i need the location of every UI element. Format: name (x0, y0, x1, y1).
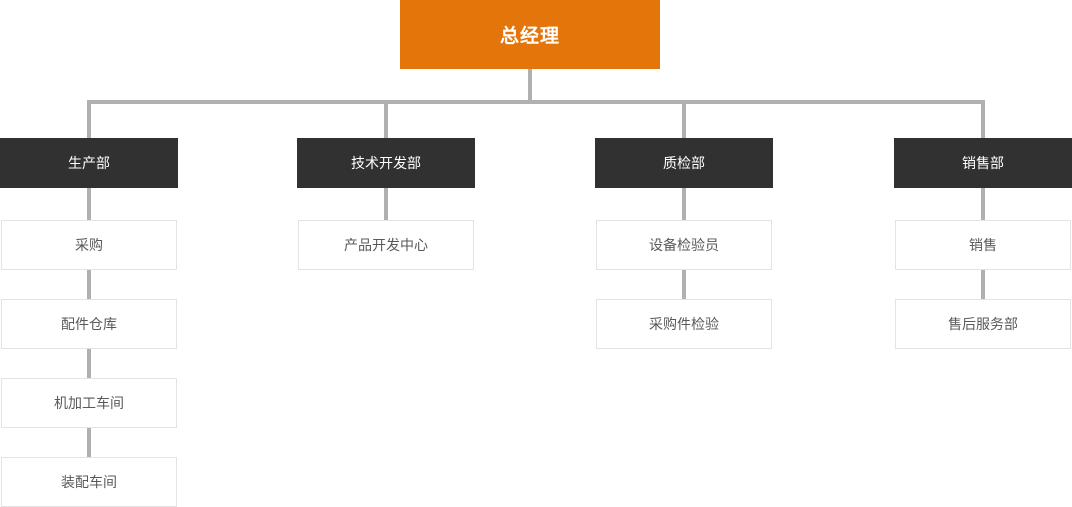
connector-dept1-child1 (87, 188, 91, 221)
connector-col1-child3-child4 (87, 428, 91, 458)
connector-col1-child1-child2 (87, 270, 91, 300)
connector-col3-child1-child2 (682, 270, 686, 300)
org-node-label: 销售 (969, 237, 997, 253)
org-node-label: 产品开发中心 (344, 237, 428, 253)
org-node-product-development-center: 产品开发中心 (298, 220, 474, 270)
org-node-purchased-parts-inspection: 采购件检验 (596, 299, 772, 349)
org-node-general-manager: 总经理 (400, 0, 660, 69)
connector-dept2-child1 (384, 188, 388, 221)
org-node-procurement: 采购 (1, 220, 177, 270)
connector-col4-child1-child2 (981, 270, 985, 300)
connector-drop-dept1 (87, 100, 91, 138)
org-node-production-dept: 生产部 (0, 138, 178, 188)
org-node-sales-dept: 销售部 (894, 138, 1072, 188)
org-node-label: 采购 (75, 237, 103, 253)
org-node-label: 售后服务部 (948, 316, 1018, 332)
connector-root-stem (528, 69, 532, 104)
connector-col1-child2-child3 (87, 349, 91, 379)
org-node-sales: 销售 (895, 220, 1071, 270)
org-node-label: 生产部 (68, 155, 110, 171)
org-node-label: 装配车间 (61, 474, 117, 490)
org-node-parts-warehouse: 配件仓库 (1, 299, 177, 349)
connector-rail (87, 100, 985, 104)
org-node-tech-development-dept: 技术开发部 (297, 138, 475, 188)
org-node-assembly-workshop: 装配车间 (1, 457, 177, 507)
org-node-label: 配件仓库 (61, 316, 117, 332)
connector-dept4-child1 (981, 188, 985, 221)
connector-drop-dept4 (981, 100, 985, 138)
org-node-machining-workshop: 机加工车间 (1, 378, 177, 428)
org-node-label: 质检部 (663, 155, 705, 171)
connector-dept3-child1 (682, 188, 686, 221)
org-node-label: 机加工车间 (54, 395, 124, 411)
connector-drop-dept3 (682, 100, 686, 138)
org-node-label: 采购件检验 (649, 316, 719, 332)
connector-drop-dept2 (384, 100, 388, 138)
org-node-equipment-inspector: 设备检验员 (596, 220, 772, 270)
org-node-label: 总经理 (499, 26, 560, 47)
org-node-label: 技术开发部 (351, 155, 421, 171)
org-node-label: 设备检验员 (649, 237, 719, 253)
org-node-label: 销售部 (962, 155, 1004, 171)
org-node-quality-inspection-dept: 质检部 (595, 138, 773, 188)
org-node-after-sales-service-dept: 售后服务部 (895, 299, 1071, 349)
